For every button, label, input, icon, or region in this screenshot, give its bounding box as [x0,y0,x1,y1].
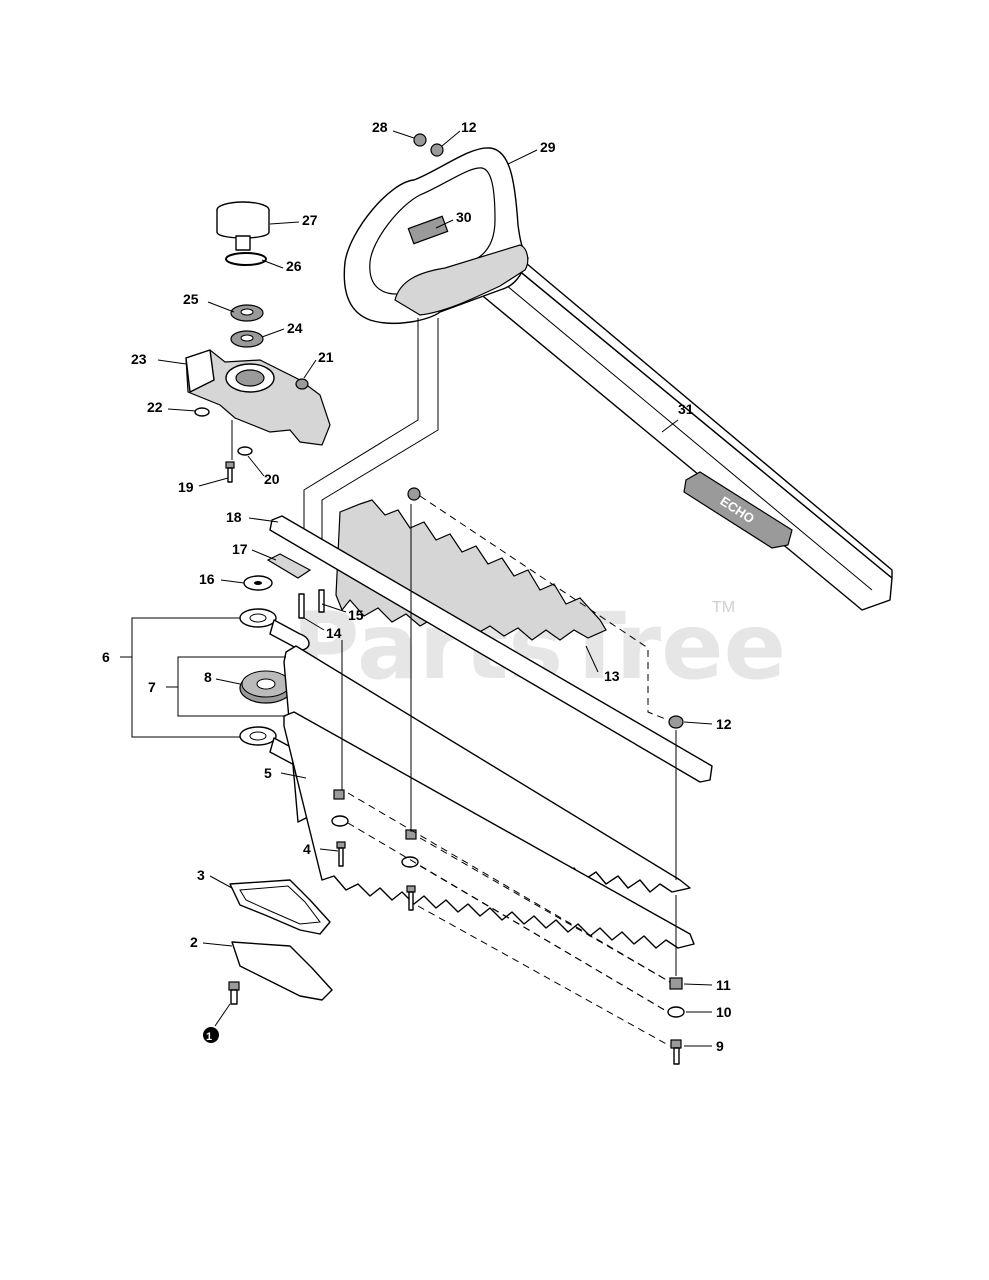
callout-23: 23 [131,351,147,367]
callout-19: 19 [178,479,194,495]
callout-3: 3 [197,867,205,883]
gasket-3 [229,879,331,935]
gear-cap [216,201,270,251]
leaders [120,130,713,1047]
nut-21 [295,378,309,390]
plate-2 [231,941,333,1001]
blade-bar [269,515,713,783]
callout-1: 1 [206,1031,212,1043]
bolt-4 [336,841,346,867]
callout-22: 22 [147,399,163,415]
marker-1 [203,1027,219,1043]
bearing-upper [230,304,264,322]
snap-ring [225,252,267,266]
plate-17 [266,553,312,579]
gear-8 [239,670,293,704]
washer-10-mid [401,856,419,868]
callout-29: 29 [540,139,556,155]
bearing-lower [230,330,264,348]
callout-2: 2 [190,934,198,950]
assembly-lines [347,495,671,1047]
bolt-9 [670,1039,682,1065]
callout-14: 14 [326,625,342,641]
bolt-1 [228,981,240,1005]
nut-11 [669,977,683,990]
callout-15: 15 [348,607,364,623]
gear-case [185,349,331,446]
callout-25: 25 [183,291,199,307]
handle [343,147,529,324]
blade-cover: ECHO [477,254,893,611]
callout-10: 10 [716,1004,732,1020]
callout-24: 24 [287,320,303,336]
callout-7: 7 [148,679,156,695]
callout-27: 27 [302,212,318,228]
bolt-14 [298,593,305,619]
callout-30: 30 [456,209,472,225]
nut-12-right [668,715,684,729]
washer-10 [667,1006,685,1018]
plug-22 [194,407,210,417]
callout-18: 18 [226,509,242,525]
callout-8: 8 [204,669,212,685]
washer-20 [237,446,253,456]
callout-17: 17 [232,541,248,557]
callout-4: 4 [303,841,311,857]
callout-11: 11 [716,977,731,993]
lower-blade-b [283,711,695,949]
nut-12-top [430,143,444,157]
callout-12-top: 12 [461,119,477,135]
bolt-15 [318,589,325,613]
nut-28 [413,133,427,147]
bolt-9-mid [406,885,416,911]
callout-16: 16 [199,571,215,587]
nut-12-blade [407,487,421,501]
callout-5: 5 [264,765,272,781]
callout-26: 26 [286,258,302,274]
callout-31: 31 [678,401,694,417]
callout-20: 20 [264,471,280,487]
callout-28: 28 [372,119,388,135]
nut-11-left [333,789,345,800]
callout-21: 21 [318,349,334,365]
washer-10-left [331,815,349,827]
callout-13: 13 [604,668,620,684]
callout-9: 9 [716,1038,724,1054]
callouts: 28 12 29 30 27 26 25 24 23 21 22 20 19 1… [102,119,732,1054]
bolt-19 [225,461,235,483]
watermark-tm: TM [712,599,735,616]
callout-12-right: 12 [716,716,732,732]
callout-6: 6 [102,649,110,665]
